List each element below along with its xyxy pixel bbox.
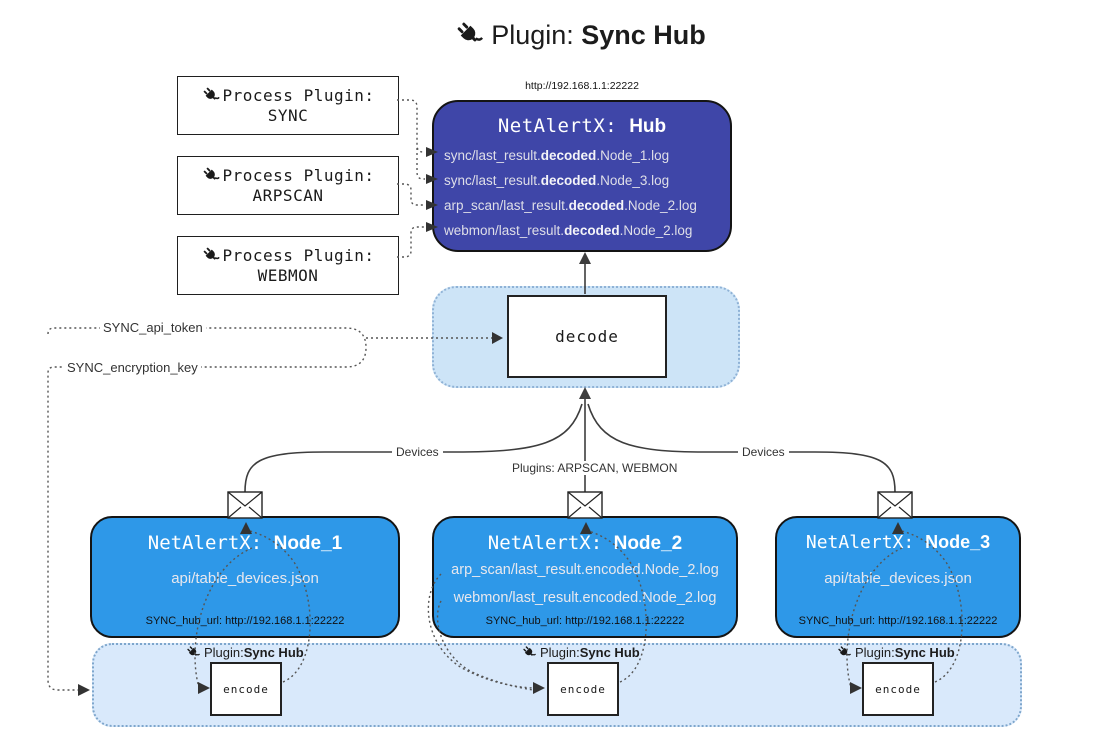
encode-box: encode xyxy=(547,662,619,716)
envelope-icon xyxy=(877,491,913,519)
hub-title-name: Hub xyxy=(629,116,667,137)
process-plugin-box-arpscan: Process Plugin: ARPSCAN xyxy=(177,156,399,215)
sync-encryption-key-label: SYNC_encryption_key xyxy=(64,360,201,375)
hub-url-label: http://192.168.1.1:22222 xyxy=(525,80,639,92)
process-plugin-box-sync: Process Plugin: SYNC xyxy=(177,76,399,135)
hub-log-line: sync/last_result.decoded.Node_3.log xyxy=(444,173,670,188)
process-plugin-label: Process Plugin: xyxy=(222,86,375,105)
node-3-box: NetAlertX: Node_3 api/table_devices.json… xyxy=(775,516,1021,638)
hub-title-prefix: NetAlertX: xyxy=(497,115,630,137)
node-title: NetAlertX: Node_2 xyxy=(487,532,683,554)
node-title: NetAlertX: Node_3 xyxy=(805,532,991,553)
node-file: webmon/last_result.encoded.Node_2.log xyxy=(453,590,717,606)
envelope-icon xyxy=(227,491,263,519)
band-plugin-label: Plugin: Sync Hub xyxy=(186,645,304,660)
hub-log-line: sync/last_result.decoded.Node_1.log xyxy=(444,148,670,163)
edge-sync-to-hub-2 xyxy=(416,148,425,180)
arrowhead-up xyxy=(579,252,591,264)
arrowhead-right xyxy=(78,684,90,696)
plug-icon xyxy=(203,247,220,260)
node-hub-url: SYNC_hub_url: http://192.168.1.1:22222 xyxy=(145,615,345,627)
decode-box: decode xyxy=(507,295,667,378)
encode-box: encode xyxy=(210,662,282,716)
page-title: Plugin: Sync Hub xyxy=(22,20,1117,51)
node-file: api/table_devices.json xyxy=(171,570,319,587)
page-title-label: Plugin: xyxy=(491,20,574,50)
hub-log-line: webmon/last_result.decoded.Node_2.log xyxy=(444,223,693,238)
plug-icon xyxy=(838,646,852,656)
node-file: arp_scan/last_result.encoded.Node_2.log xyxy=(451,562,719,578)
plug-icon xyxy=(523,646,537,656)
hub-box: NetAlertX: Hub sync/last_result.decoded.… xyxy=(432,100,732,252)
envelope-icons xyxy=(227,491,913,519)
encode-box: encode xyxy=(862,662,934,716)
edge-sync-to-hub-1 xyxy=(397,99,425,153)
band-plugin-label: Plugin: Sync Hub xyxy=(837,645,955,660)
hub-log-line: arp_scan/last_result.decoded.Node_2.log xyxy=(444,198,697,213)
node-title: NetAlertX: Node_1 xyxy=(147,532,343,554)
band-plugin-label: Plugin: Sync Hub xyxy=(522,645,640,660)
plug-icon xyxy=(203,87,220,100)
plug-icon xyxy=(203,167,220,180)
devices-label-left: Devices xyxy=(392,445,443,459)
plug-icon xyxy=(187,646,201,656)
node-2-box: NetAlertX: Node_2 arp_scan/last_result.e… xyxy=(432,516,738,638)
process-plugin-name: SYNC xyxy=(267,106,309,125)
hub-log-list: sync/last_result.decoded.Node_1.log sync… xyxy=(444,143,726,243)
node-hub-url: SYNC_hub_url: http://192.168.1.1:22222 xyxy=(798,615,998,627)
process-plugin-name: WEBMON xyxy=(257,266,319,285)
devices-label-right: Devices xyxy=(738,445,789,459)
process-plugin-label: Process Plugin: xyxy=(222,166,375,185)
page-title-name: Sync Hub xyxy=(581,20,706,50)
process-plugin-label: Process Plugin: xyxy=(222,246,375,265)
process-plugin-name: ARPSCAN xyxy=(252,186,324,205)
process-plugin-box-webmon: Process Plugin: WEBMON xyxy=(177,236,399,295)
plug-icon xyxy=(457,22,484,42)
edge-arpscan-to-hub xyxy=(397,183,425,206)
node-file: api/table_devices.json xyxy=(824,570,972,587)
edge-webmon-to-hub xyxy=(397,226,425,258)
envelope-icon xyxy=(567,491,603,519)
plugins-edge-label: Plugins: ARPSCAN, WEBMON xyxy=(508,461,682,475)
node-hub-url: SYNC_hub_url: http://192.168.1.1:22222 xyxy=(485,615,685,627)
arrowhead-up xyxy=(579,387,591,399)
hub-title: NetAlertX: Hub xyxy=(434,115,730,138)
node-1-box: NetAlertX: Node_1 api/table_devices.json… xyxy=(90,516,400,638)
sync-api-token-label: SYNC_api_token xyxy=(100,320,206,335)
